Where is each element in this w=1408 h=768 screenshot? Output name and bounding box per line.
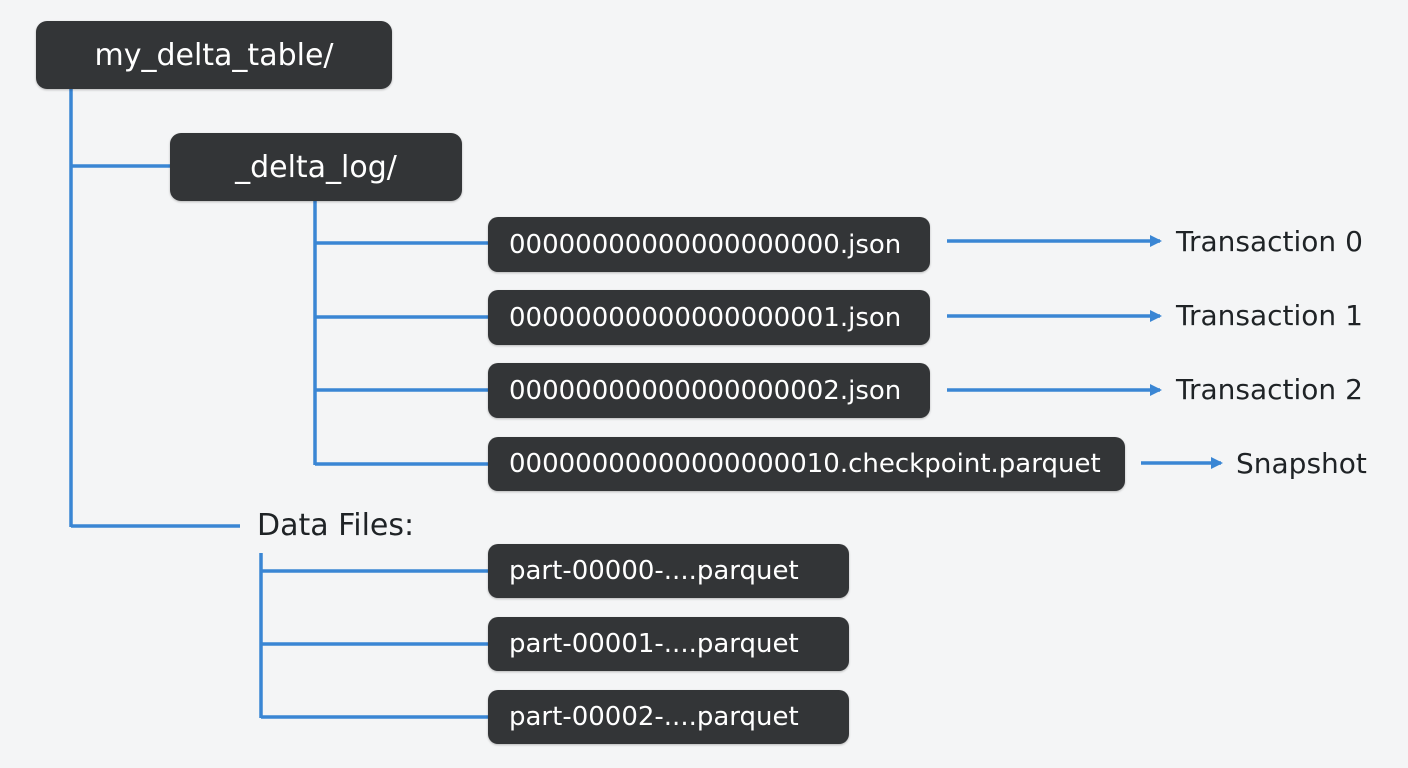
delta-log-file-label: 00000000000000000000.json — [509, 229, 902, 260]
checkpoint-file-label: 00000000000000000010.checkpoint.parquet — [509, 449, 1101, 479]
delta-log-file-node[interactable]: 00000000000000000002.json — [488, 363, 930, 418]
delta-log-folder-node[interactable]: _delta_log/ — [170, 133, 462, 201]
delta-log-file-node[interactable]: 00000000000000000001.json — [488, 290, 930, 345]
data-file-label: part-00002-....parquet — [509, 702, 799, 732]
delta-log-file-node[interactable]: 00000000000000000000.json — [488, 217, 930, 272]
transaction-label: Transaction 1 — [1176, 299, 1363, 332]
data-file-node[interactable]: part-00000-....parquet — [488, 544, 849, 598]
delta-log-folder-label: _delta_log/ — [235, 149, 397, 185]
data-file-label: part-00001-....parquet — [509, 629, 799, 659]
data-file-node[interactable]: part-00001-....parquet — [488, 617, 849, 671]
snapshot-label: Snapshot — [1236, 447, 1367, 480]
delta-log-file-label: 00000000000000000001.json — [509, 302, 902, 333]
transaction-label: Transaction 0 — [1176, 225, 1363, 258]
data-files-heading: Data Files: — [257, 508, 415, 543]
data-file-node[interactable]: part-00002-....parquet — [488, 690, 849, 744]
root-folder-label: my_delta_table/ — [94, 37, 334, 73]
root-folder-node[interactable]: my_delta_table/ — [36, 21, 392, 89]
delta-log-file-label: 00000000000000000002.json — [509, 375, 902, 406]
checkpoint-file-node[interactable]: 00000000000000000010.checkpoint.parquet — [488, 437, 1125, 491]
data-file-label: part-00000-....parquet — [509, 556, 799, 586]
transaction-label: Transaction 2 — [1176, 373, 1363, 406]
